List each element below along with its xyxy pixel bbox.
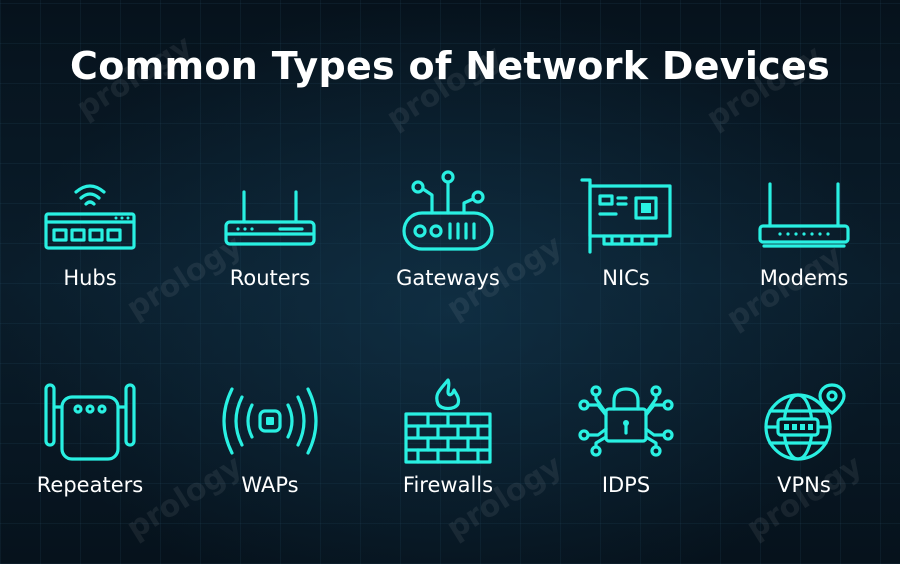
device-nics: NICs (536, 168, 716, 290)
device-label: Firewalls (402, 473, 494, 497)
device-idps: IDPS (536, 375, 716, 497)
device-vpns: VPNs (714, 375, 894, 497)
hub-icon (35, 168, 145, 260)
device-label: Repeaters (36, 473, 144, 497)
device-label: NICs (602, 266, 650, 290)
device-firewalls: Firewalls (358, 375, 538, 497)
repeater-icon (35, 375, 145, 467)
device-label: Hubs (63, 266, 117, 290)
device-hubs: Hubs (0, 168, 180, 290)
device-label: IDPS (601, 473, 651, 497)
device-routers: Routers (180, 168, 360, 290)
device-label: Gateways (396, 266, 500, 290)
firewall-icon (393, 375, 503, 467)
device-modems: Modems (714, 168, 894, 290)
device-gateways: Gateways (358, 168, 538, 290)
modem-icon (749, 168, 859, 260)
router-icon (215, 168, 325, 260)
gateway-icon (393, 168, 503, 260)
device-repeaters: Repeaters (0, 375, 180, 497)
device-waps: WAPs (180, 375, 360, 497)
device-label: VPNs (777, 473, 831, 497)
page-title: Common Types of Network Devices (70, 44, 830, 88)
nic-icon (571, 168, 681, 260)
device-label: WAPs (241, 473, 299, 497)
vpn-icon (749, 375, 859, 467)
device-label: Routers (229, 266, 311, 290)
device-label: Modems (759, 266, 849, 290)
wap-icon (215, 375, 325, 467)
idps-icon (571, 375, 681, 467)
